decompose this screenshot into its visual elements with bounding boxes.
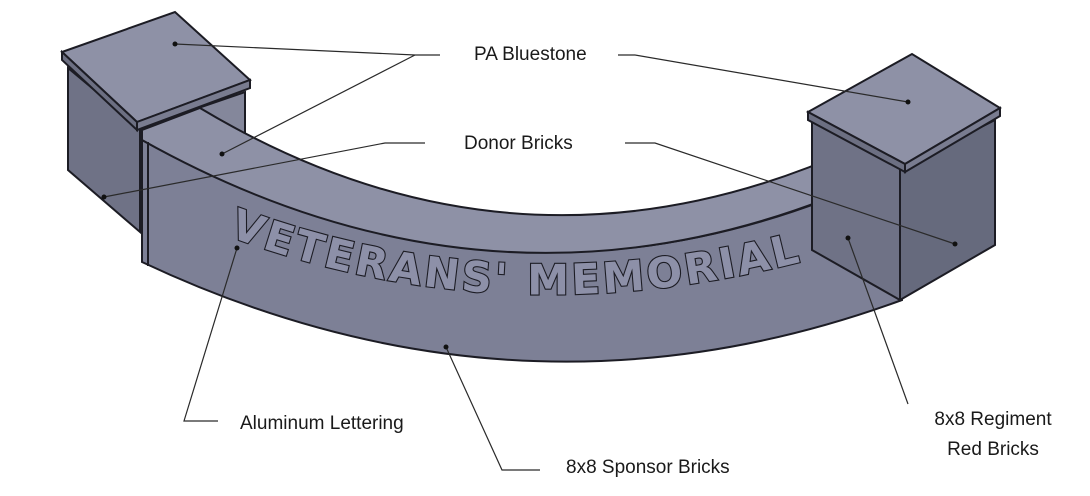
left-pillar-cap-edge-right [136, 78, 251, 132]
dot-donor-left [101, 194, 107, 200]
dot-donor-right [952, 241, 958, 247]
leader-dots [101, 41, 958, 350]
leader-sponsor [445, 346, 540, 471]
leader-aluminum [183, 247, 238, 422]
dot-regiment [845, 235, 851, 241]
label-pa-bluestone: PA Bluestone [474, 44, 587, 65]
leader-donor-right [625, 142, 956, 245]
right-pillar [805, 52, 1002, 302]
dot-sponsor [443, 344, 449, 350]
label-donor-bricks: Donor Bricks [464, 133, 573, 154]
label-regiment-line1: 8x8 Regiment [934, 409, 1052, 430]
label-regiment-line2: Red Bricks [947, 439, 1039, 460]
label-regiment-bricks: 8x8 Regiment Red Bricks [918, 405, 1068, 465]
leader-regiment [847, 237, 909, 405]
dot-bluestone-left [172, 41, 178, 47]
dot-bluestone-right [905, 99, 911, 105]
leader-bluestone-right [618, 54, 909, 103]
leader-donor-left [103, 142, 425, 198]
label-sponsor-bricks: 8x8 Sponsor Bricks [566, 457, 730, 478]
label-aluminum-lettering: Aluminum Lettering [240, 413, 404, 434]
dot-bluestone-curve [219, 151, 225, 157]
leader-lines [103, 43, 956, 471]
leader-bluestone-curve [221, 54, 416, 155]
right-pillar-cap-edge-right [904, 106, 1001, 174]
dot-aluminum [234, 245, 240, 251]
